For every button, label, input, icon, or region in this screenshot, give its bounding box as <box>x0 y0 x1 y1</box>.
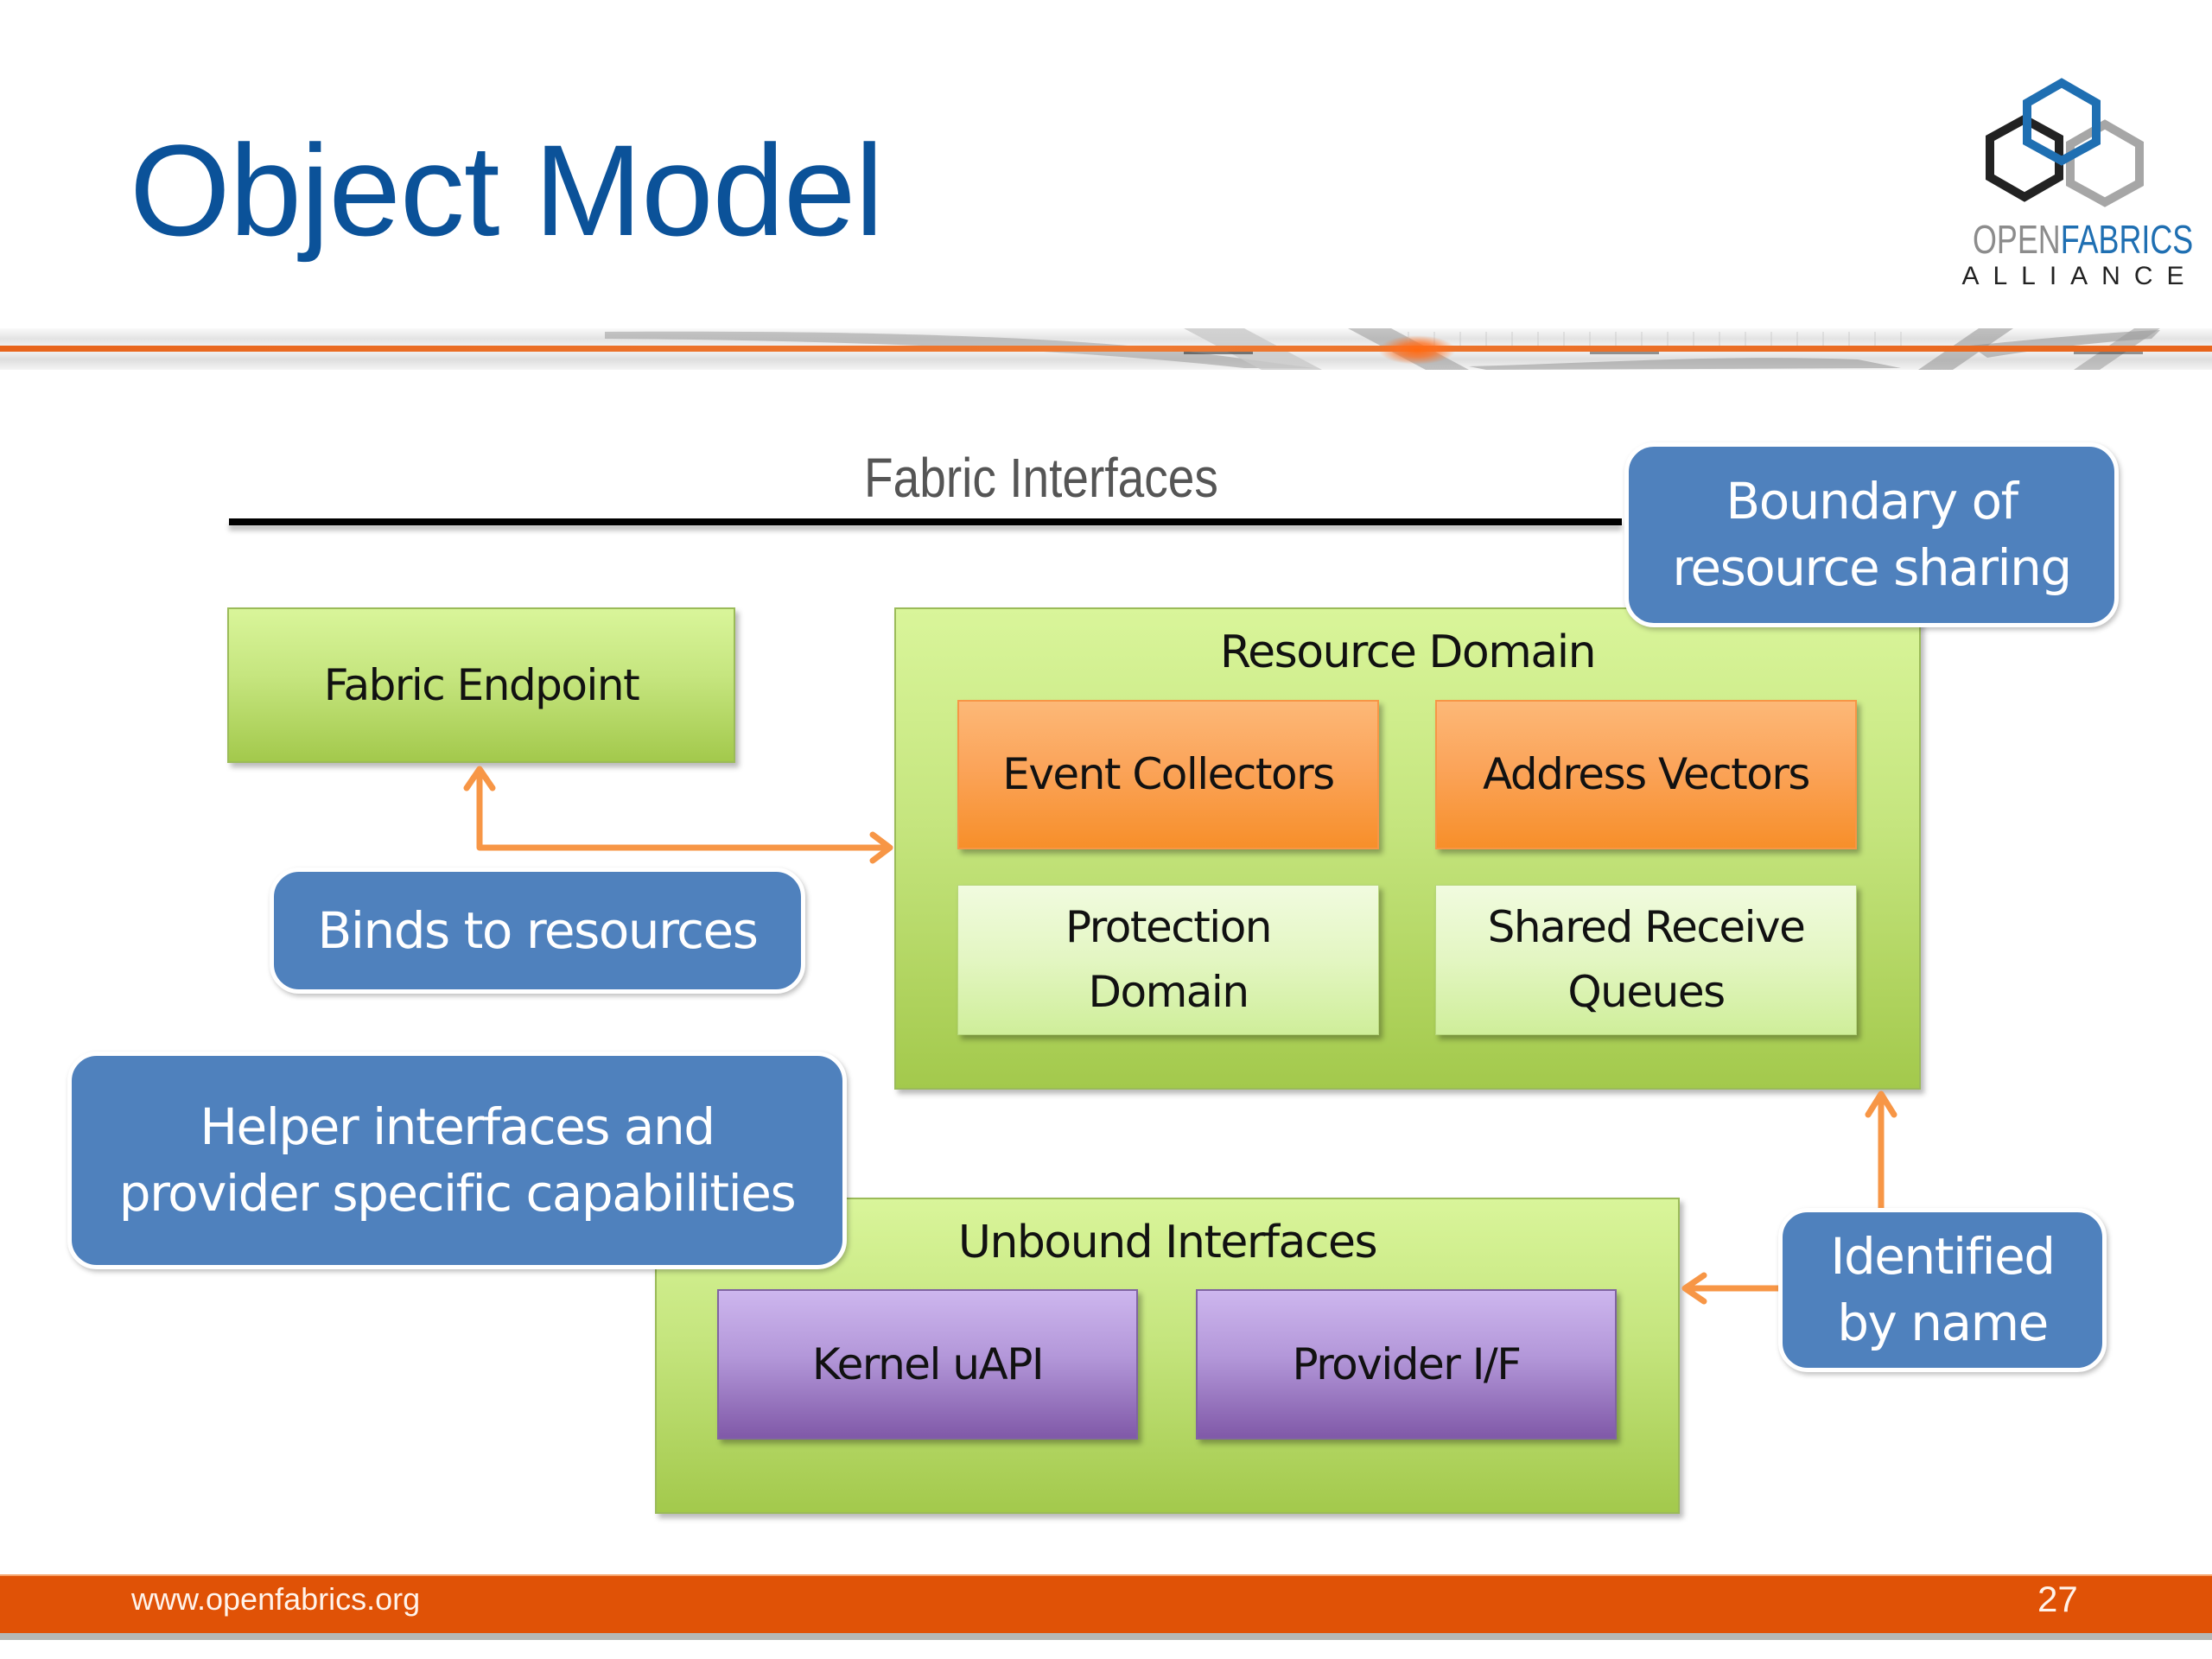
slide-title: Object Model <box>130 118 884 263</box>
shared-receive-queues-box: Shared Receive Queues <box>1435 885 1857 1035</box>
boundary-callout-line1: Boundary of <box>1726 472 2018 531</box>
binds-to-resources-callout: Binds to resources <box>270 868 805 994</box>
protection-domain-label-line2: Domain <box>1088 967 1249 1017</box>
logo-hexagon-black <box>1986 114 2063 202</box>
identified-callout-line2: by name <box>1837 1294 2049 1352</box>
event-collectors-box: Event Collectors <box>957 700 1379 849</box>
shared-receive-queues-label-line2: Queues <box>1567 967 1726 1017</box>
fabric-endpoint-label: Fabric Endpoint <box>323 659 640 710</box>
address-vectors-box: Address Vectors <box>1435 700 1857 849</box>
address-vectors-label: Address Vectors <box>1483 749 1810 799</box>
identified-left-arrow-head <box>1681 1272 1707 1305</box>
kernel-uapi-label: Kernel uAPI <box>811 1338 1045 1389</box>
logo-hexagon-grey <box>2066 119 2144 207</box>
helper-interfaces-callout: Helper interfaces and provider specific … <box>67 1052 847 1269</box>
header-orange-line <box>0 346 2212 352</box>
binds-arrow-head-right <box>869 831 893 864</box>
footer-shadow <box>0 1633 2212 1640</box>
binds-callout-text: Binds to resources <box>317 900 759 960</box>
protection-domain-label-line1: Protection <box>1065 902 1272 952</box>
event-collectors-label: Event Collectors <box>1002 749 1335 799</box>
logo-text-open: OPEN <box>1973 217 2061 262</box>
provider-if-box: Provider I/F <box>1196 1289 1617 1440</box>
fabric-endpoint-box: Fabric Endpoint <box>227 607 735 763</box>
footer-url[interactable]: www.openfabrics.org <box>131 1581 421 1617</box>
helper-callout-line2: provider specific capabilities <box>118 1164 797 1223</box>
logo-text-alliance: ALLIANCE <box>1961 262 2198 290</box>
binds-arrow-path <box>476 771 888 851</box>
resource-domain-label: Resource Domain <box>1219 626 1597 678</box>
provider-if-label: Provider I/F <box>1292 1338 1522 1389</box>
header-orange-glow <box>1378 335 1456 365</box>
logo-wordmark: OPENFABRICS ALLIANCE <box>1944 218 2203 292</box>
logo-hexagon-blue <box>2023 78 2101 166</box>
hexagon-cluster-logo-icon <box>1986 78 2144 207</box>
identified-callout-line1: Identified <box>1830 1227 2056 1287</box>
unbound-interfaces-label: Unbound Interfaces <box>957 1217 1378 1268</box>
identified-by-name-callout: Identified by name <box>1778 1208 2107 1372</box>
page-number: 27 <box>2037 1579 2078 1619</box>
fabric-interfaces-line <box>229 518 1622 525</box>
shared-receive-queues-label-line1: Shared Receive <box>1487 902 1806 952</box>
identified-up-arrow-head <box>1865 1090 1897 1118</box>
boundary-callout: Boundary of resource sharing <box>1624 442 2119 627</box>
kernel-uapi-box: Kernel uAPI <box>717 1289 1138 1440</box>
boundary-callout-line2: resource sharing <box>1672 538 2072 597</box>
footer-bar <box>0 1574 2212 1633</box>
binds-arrow-head-up <box>463 766 496 791</box>
logo-text-fabrics: FABRICS <box>2060 217 2194 262</box>
helper-callout-line1: Helper interfaces and <box>200 1097 715 1157</box>
protection-domain-box: Protection Domain <box>957 885 1379 1035</box>
fabric-interfaces-label: Fabric Interfaces <box>864 447 1218 509</box>
